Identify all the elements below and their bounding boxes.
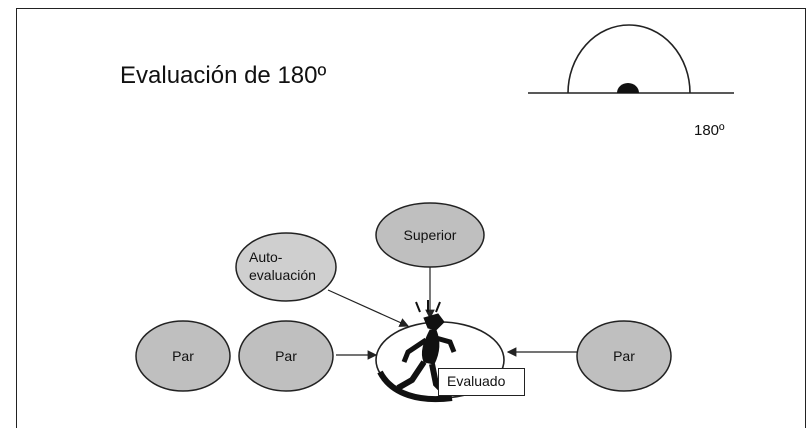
node-par-3-label: Par	[613, 348, 635, 364]
page-title: Evaluación de 180º	[120, 62, 327, 89]
degree-label: 180º	[694, 122, 725, 139]
node-superior-label: Superior	[404, 227, 457, 243]
slide-frame	[16, 8, 806, 428]
node-auto-label-2: evaluación	[249, 267, 316, 283]
semicircle-180-icon	[528, 24, 734, 94]
node-par-1-label: Par	[172, 348, 194, 364]
node-par-1: Par	[135, 320, 231, 392]
node-superior: Superior	[375, 202, 485, 268]
node-par-3: Par	[576, 320, 672, 392]
node-auto-label-1: Auto-	[249, 249, 283, 265]
node-par-2-label: Par	[275, 348, 297, 364]
evaluado-label-box: Evaluado	[438, 368, 525, 396]
node-autoevaluacion: Auto- evaluación	[235, 232, 337, 302]
node-par-2: Par	[238, 320, 334, 392]
connector-auto	[327, 289, 410, 327]
